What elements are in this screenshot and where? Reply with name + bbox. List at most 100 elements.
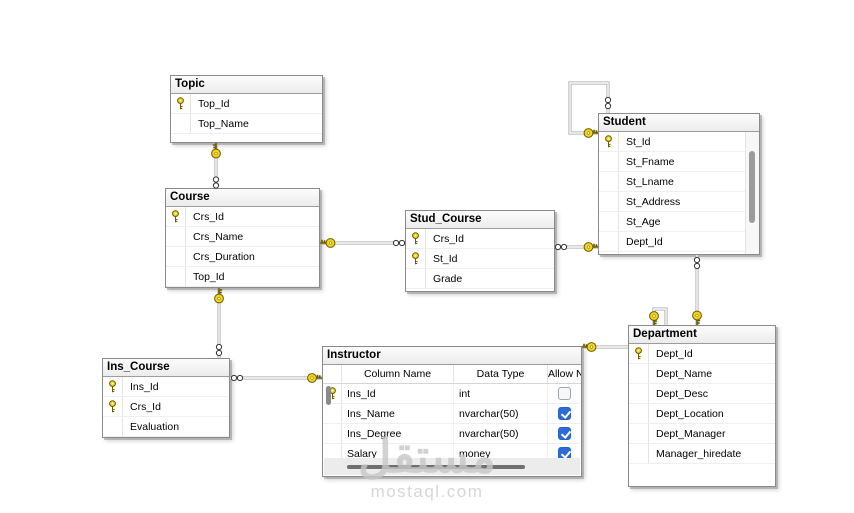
row-selector[interactable] (103, 417, 123, 436)
table-row[interactable]: Dept_Name (629, 364, 775, 384)
row-selector[interactable] (166, 267, 186, 286)
relationship-inscourse-instructor[interactable] (230, 373, 322, 383)
row-selector[interactable] (599, 232, 619, 251)
table-row[interactable]: Crs_Duration (166, 247, 319, 267)
row-selector[interactable] (166, 207, 186, 226)
cell-column-name[interactable]: Ins_Id (342, 384, 454, 403)
row-selector[interactable] (629, 404, 649, 423)
table-topic[interactable]: Topic Top_Id Top_Name (170, 75, 323, 143)
row-selector[interactable] (103, 397, 123, 416)
row-selector[interactable] (599, 132, 619, 151)
column-name: Ins_Id (130, 380, 159, 393)
relationship-department-self[interactable] (649, 307, 668, 325)
table-row[interactable]: Evaluation (103, 417, 229, 437)
row-selector[interactable] (406, 229, 426, 248)
row-selector[interactable] (599, 252, 619, 254)
table-student[interactable]: Student St_Id St_Fname St_Lname St_Addre… (598, 113, 760, 255)
row-selector[interactable] (599, 192, 619, 211)
table-stud-course[interactable]: Stud_Course Crs_Id St_Id Grade (405, 210, 555, 292)
table-row[interactable]: St_Id (599, 132, 759, 152)
table-row[interactable]: Crs_Id (166, 207, 319, 227)
cell-data-type[interactable]: int (454, 384, 548, 403)
grid-corner-cell (323, 365, 342, 383)
allow-nulls-checkbox[interactable] (558, 407, 571, 420)
row-selector[interactable] (599, 152, 619, 171)
table-row[interactable]: St_Fname (599, 152, 759, 172)
row-selector[interactable] (629, 344, 649, 363)
relationship-instructor-department[interactable] (582, 342, 628, 352)
table-row[interactable]: Crs_Id (406, 229, 554, 249)
table-title[interactable]: Ins_Course (103, 359, 229, 377)
row-selector[interactable] (323, 424, 342, 443)
row-selector[interactable] (599, 172, 619, 191)
relationship-course-studcourse[interactable] (320, 238, 406, 248)
table-title[interactable]: Course (166, 189, 319, 207)
table-row[interactable]: Dept_Manager (629, 424, 775, 444)
row-selector[interactable] (103, 377, 123, 396)
cell-data-type[interactable]: nvarchar(50) (454, 404, 548, 423)
table-ins-course[interactable]: Ins_Course Ins_Id Crs_Id Evaluation (102, 358, 230, 438)
row-selector[interactable] (629, 384, 649, 403)
row-selector[interactable] (599, 212, 619, 231)
grid-header-allow-nulls[interactable]: Allow N (548, 368, 582, 380)
row-selector[interactable] (323, 404, 342, 423)
cell-data-type[interactable]: money (454, 444, 548, 463)
table-row[interactable]: Dept_Desc (629, 384, 775, 404)
scrollbar-thumb[interactable] (749, 151, 755, 223)
row-selector[interactable] (323, 444, 342, 463)
table-row[interactable]: Crs_Name (166, 227, 319, 247)
cell-column-name[interactable]: Ins_Degree (342, 424, 454, 443)
row-selector[interactable] (629, 424, 649, 443)
table-row[interactable]: St_Address (599, 192, 759, 212)
table-row[interactable]: Manager_hiredate (629, 444, 775, 464)
table-title[interactable]: Instructor (323, 347, 581, 365)
relationship-student-department[interactable] (692, 255, 702, 325)
table-row[interactable]: St_Lname (599, 172, 759, 192)
row-selector[interactable] (166, 247, 186, 266)
grid-header-data-type[interactable]: Data Type (454, 365, 548, 383)
primary-key-icon (411, 252, 420, 265)
instructor-vertical-scrollbar[interactable] (326, 386, 331, 405)
table-department[interactable]: Department Dept_Id Dept_Name Dept_Desc D… (628, 325, 776, 487)
allow-nulls-checkbox[interactable] (558, 427, 571, 440)
table-row[interactable]: Ins_Id (103, 377, 229, 397)
grid-row[interactable]: Ins_Name nvarchar(50) (323, 404, 581, 424)
table-row[interactable]: Dept_Location (629, 404, 775, 424)
cell-column-name[interactable]: Salary (342, 444, 454, 463)
table-row[interactable]: Dept_Id (599, 232, 759, 252)
cell-column-name[interactable]: Ins_Name (342, 404, 454, 423)
allow-nulls-checkbox[interactable] (558, 387, 571, 400)
table-title[interactable]: Stud_Course (406, 211, 554, 229)
table-row[interactable]: Top_Id (166, 267, 319, 287)
grid-row[interactable]: Ins_Degree nvarchar(50) (323, 424, 581, 444)
row-selector[interactable] (629, 364, 649, 383)
row-selector[interactable] (166, 227, 186, 246)
cell-data-type[interactable]: nvarchar(50) (454, 424, 548, 443)
table-row[interactable]: Grade (406, 269, 554, 289)
table-row[interactable]: St_Age (599, 212, 759, 232)
row-selector[interactable] (171, 94, 191, 113)
table-title[interactable]: Student (599, 114, 759, 132)
table-row[interactable]: Dept_Id (629, 344, 775, 364)
grid-header-column-name[interactable]: Column Name (342, 365, 454, 383)
table-row[interactable]: Top_Name (171, 114, 322, 134)
table-row[interactable]: St_Id (406, 249, 554, 269)
relationship-topic-course[interactable] (211, 143, 221, 189)
row-selector[interactable] (171, 114, 191, 133)
relationship-course-inscourse[interactable] (214, 288, 224, 358)
grid-row[interactable]: Ins_Id int (323, 384, 581, 404)
row-selector[interactable] (406, 269, 426, 288)
table-row[interactable]: Crs_Id (103, 397, 229, 417)
row-selector[interactable] (629, 444, 649, 463)
relationship-studcourse-student[interactable] (554, 242, 598, 252)
table-row[interactable]: Top_Id (171, 94, 322, 114)
table-title[interactable]: Topic (171, 76, 322, 94)
table-course[interactable]: Course Crs_Id Crs_Name Crs_Duration Top_… (165, 188, 320, 288)
table-instructor[interactable]: Instructor Column Name Data Type Allow N… (322, 346, 582, 477)
table-row[interactable]: St_super (599, 252, 759, 254)
instructor-horizontal-scrollbar[interactable] (324, 458, 580, 475)
student-vertical-scrollbar[interactable] (745, 132, 759, 254)
row-selector[interactable] (406, 249, 426, 268)
table-title[interactable]: Department (629, 326, 775, 344)
scrollbar-thumb[interactable] (347, 465, 525, 469)
